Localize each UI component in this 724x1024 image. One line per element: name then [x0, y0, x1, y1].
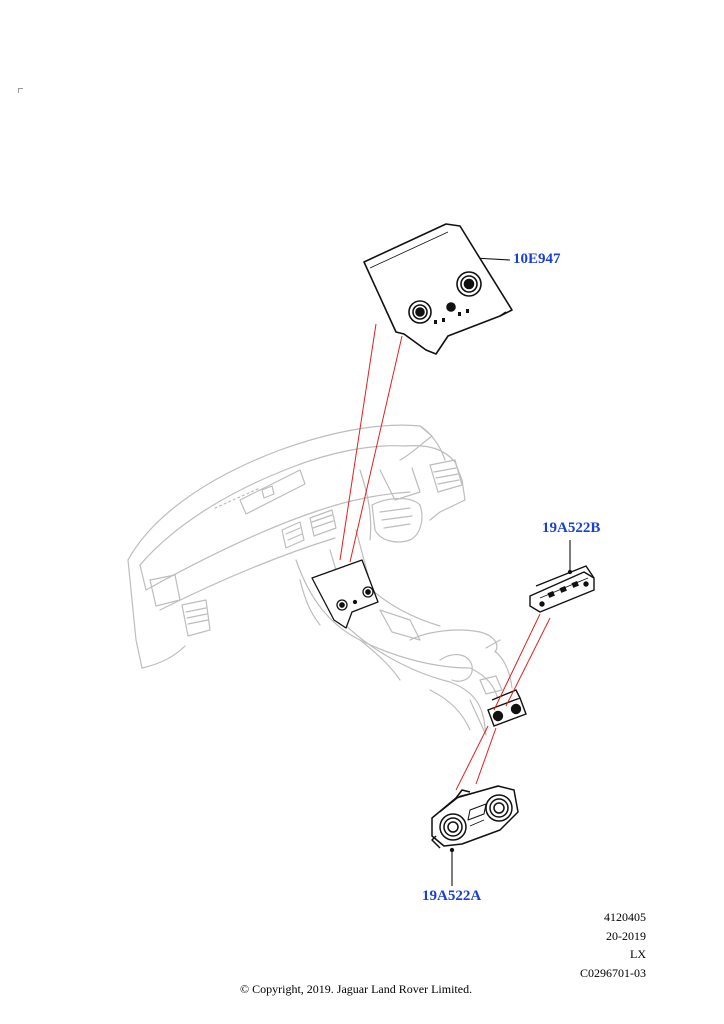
- installed-control-unit: [487, 689, 527, 727]
- callout-10e947[interactable]: 10E947: [513, 251, 561, 267]
- installed-trim-panel: [311, 559, 379, 629]
- reference-number: 4120405: [604, 910, 646, 924]
- callout-19a522a[interactable]: 19A522A: [422, 888, 482, 904]
- front-control-unit-19a522a: [431, 785, 519, 849]
- callout-19a522b[interactable]: 19A522B: [542, 520, 601, 536]
- copyright-notice: © Copyright, 2019. Jaguar Land Rover Lim…: [240, 982, 473, 996]
- reference-block: 4120405 20-2019 LX C0296701-03: [580, 908, 646, 982]
- reference-model: LX: [630, 947, 646, 961]
- rear-control-unit-19a522b: [529, 565, 595, 613]
- leader-lines: [339, 323, 551, 791]
- reference-code: C0296701-03: [580, 965, 646, 980]
- reference-date: 20-2019: [606, 928, 646, 943]
- dashboard-outline: [127, 424, 513, 736]
- crop-mark: [18, 88, 23, 93]
- trim-panel-10e947: [363, 223, 513, 355]
